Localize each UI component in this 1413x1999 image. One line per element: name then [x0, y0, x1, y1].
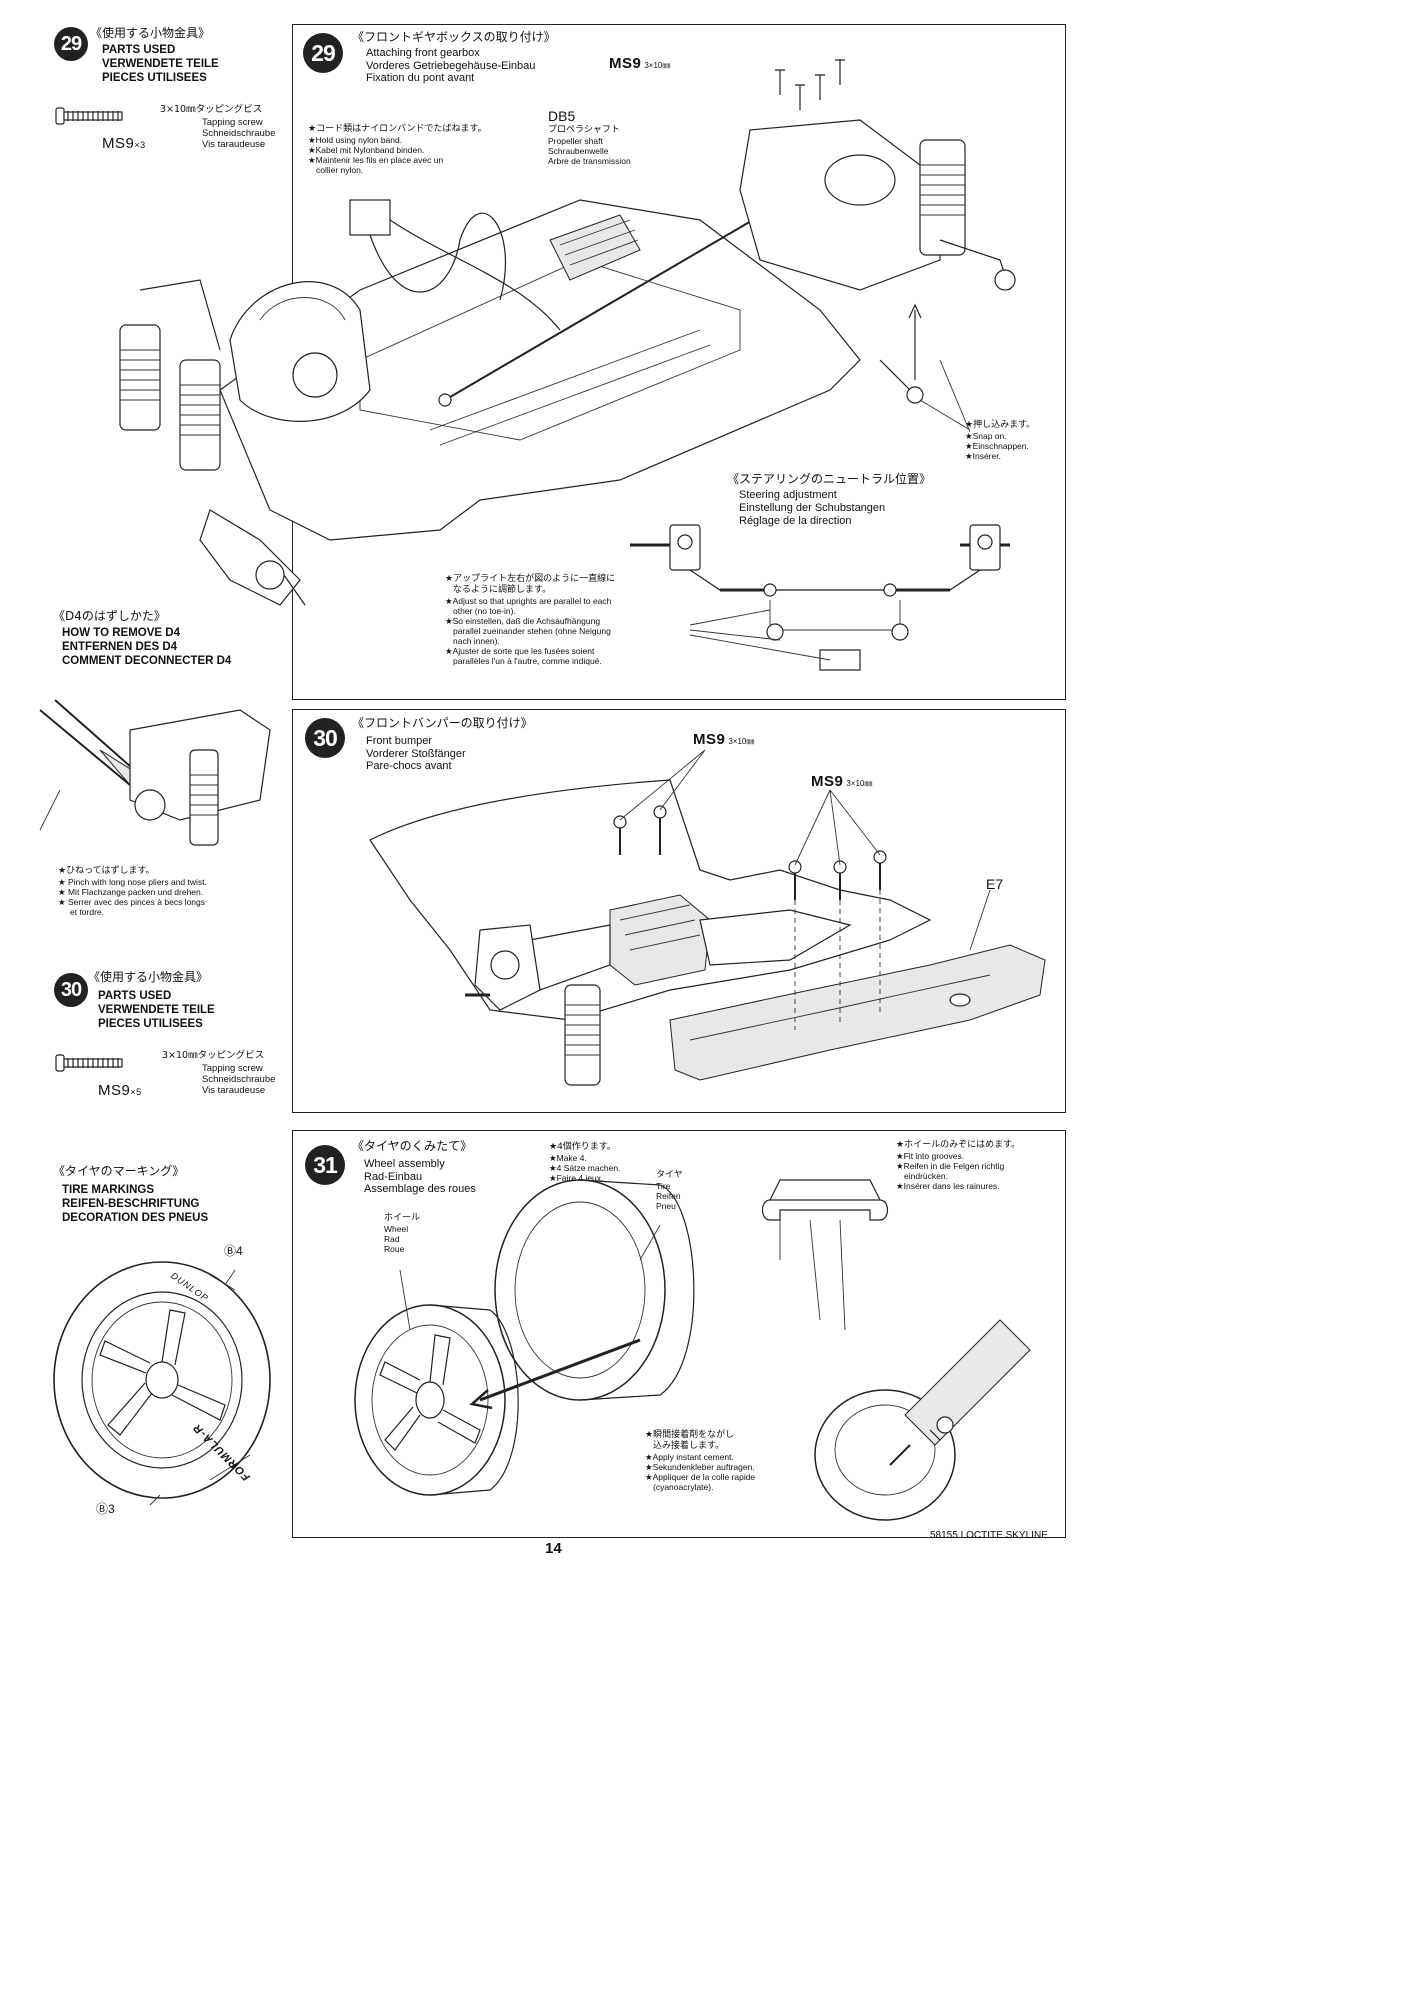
tire-markings-title: TIRE MARKINGS REIFEN-BESCHRIFTUNG DECORA… — [62, 1184, 209, 1224]
cement-notes: ★瞬間接着剤をながし 込み接着します。 ★Apply instant cemen… — [645, 1430, 756, 1492]
step-29-db5-code: DB5 — [548, 108, 576, 124]
tapping-screw-icon — [55, 107, 123, 125]
step-31-badge: 31 — [305, 1145, 345, 1185]
step-29-screw-desc: Tapping screw Schneidschraube Vis taraud… — [202, 117, 276, 150]
e7-label: E7 — [986, 876, 1004, 892]
step-29-badge-small: 29 — [54, 27, 88, 61]
step-30-screw-desc: Tapping screw Schneidschraube Vis taraud… — [202, 1063, 276, 1096]
tire-marking-label-top: Ⓑ4 — [224, 1244, 243, 1258]
step-29-parts-used: PARTS USED VERWENDETE TEILE PIECES UTILI… — [102, 44, 219, 84]
wheel-assembly-illustration — [354, 1179, 1031, 1521]
d4-title-jp: 《D4のはずしかた》 — [53, 609, 166, 623]
step-30-title-jp: 《フロントバンパーの取り付け》 — [352, 716, 533, 730]
steering-adjustment-diagram — [630, 524, 1010, 671]
d4-notes: ★ひねってはずします。 ★ Pinch with long nose plier… — [58, 866, 207, 917]
step-30-parts-used: PARTS USED VERWENDETE TEILE PIECES UTILI… — [98, 990, 215, 1030]
step-31-panel — [292, 1130, 1066, 1538]
step-29-cord-notes: ★コード類はナイロンバンドでたばねます。 ★Hold using nylon b… — [308, 124, 487, 175]
step-31-make4: ★4個作ります。 ★Make 4. ★4 Sätze machen. ★Fair… — [549, 1142, 621, 1183]
groove-notes: ★ホイールのみぞにはめます。 ★Fit into grooves. ★Reife… — [896, 1140, 1021, 1191]
wheel-label: ホイール Wheel Rad Roue — [384, 1213, 421, 1254]
step-29-db5-desc: プロペラシャフト Propeller shaft Schraubenwelle … — [548, 125, 631, 166]
step-30-parts-title-jp: 《使用する小物金具》 — [88, 970, 209, 984]
step-29-title-jp: 《フロントギヤボックスの取り付け》 — [352, 30, 556, 44]
d4-removal-illustration — [39, 699, 271, 846]
step-29-parts-title-jp: 《使用する小物金具》 — [90, 26, 211, 40]
upright-notes: ★アップライト左右が図のように一直線に なるように調節します。 ★Adjust … — [445, 574, 616, 666]
step-30-screw-size: 3×10㎜タッピングビス — [162, 1050, 265, 1061]
tapping-screw-icon — [55, 1054, 123, 1072]
step-30-badge: 30 — [305, 718, 345, 758]
page-number: 14 — [545, 1540, 562, 1557]
step-30-title: Front bumper Vorderer Stoßfänger Pare-ch… — [366, 735, 466, 772]
chassis-gearbox-illustration — [119, 59, 1016, 606]
step-30-badge-small: 30 — [54, 973, 88, 1007]
model-name: 58155 LOCTITE SKYLINE — [930, 1530, 1048, 1541]
steering-title: Steering adjustment Einstellung der Schu… — [739, 489, 886, 527]
tire-markings-illustration — [53, 1261, 271, 1506]
step-30-panel — [292, 709, 1066, 1113]
step-30-screw-code: MS9×5 — [98, 1082, 142, 1099]
step-31-title-jp: 《タイヤのくみたて》 — [352, 1139, 473, 1153]
steering-title-jp: 《ステアリングのニュートラル位置》 — [727, 472, 932, 486]
front-bumper-illustration — [369, 749, 1046, 1086]
step-29-title: Attaching front gearbox Vorderes Getrieb… — [366, 47, 536, 84]
step-29-screw-code: MS9×3 — [102, 135, 146, 152]
step-29-snap-notes: ★押し込みます。 ★Snap on. ★Einschnappen. ★Insér… — [965, 420, 1036, 461]
d4-title: HOW TO REMOVE D4 ENTFERNEN DES D4 COMMEN… — [62, 627, 232, 667]
tire-markings-title-jp: 《タイヤのマーキング》 — [53, 1164, 185, 1178]
step-31-title: Wheel assembly Rad-Einbau Assemblage des… — [364, 1158, 476, 1195]
step-29-screw-size: 3×10㎜タッピングビス — [160, 104, 263, 115]
step-29-badge: 29 — [303, 33, 343, 73]
tire-marking-label-bottom: Ⓑ3 — [96, 1502, 115, 1516]
